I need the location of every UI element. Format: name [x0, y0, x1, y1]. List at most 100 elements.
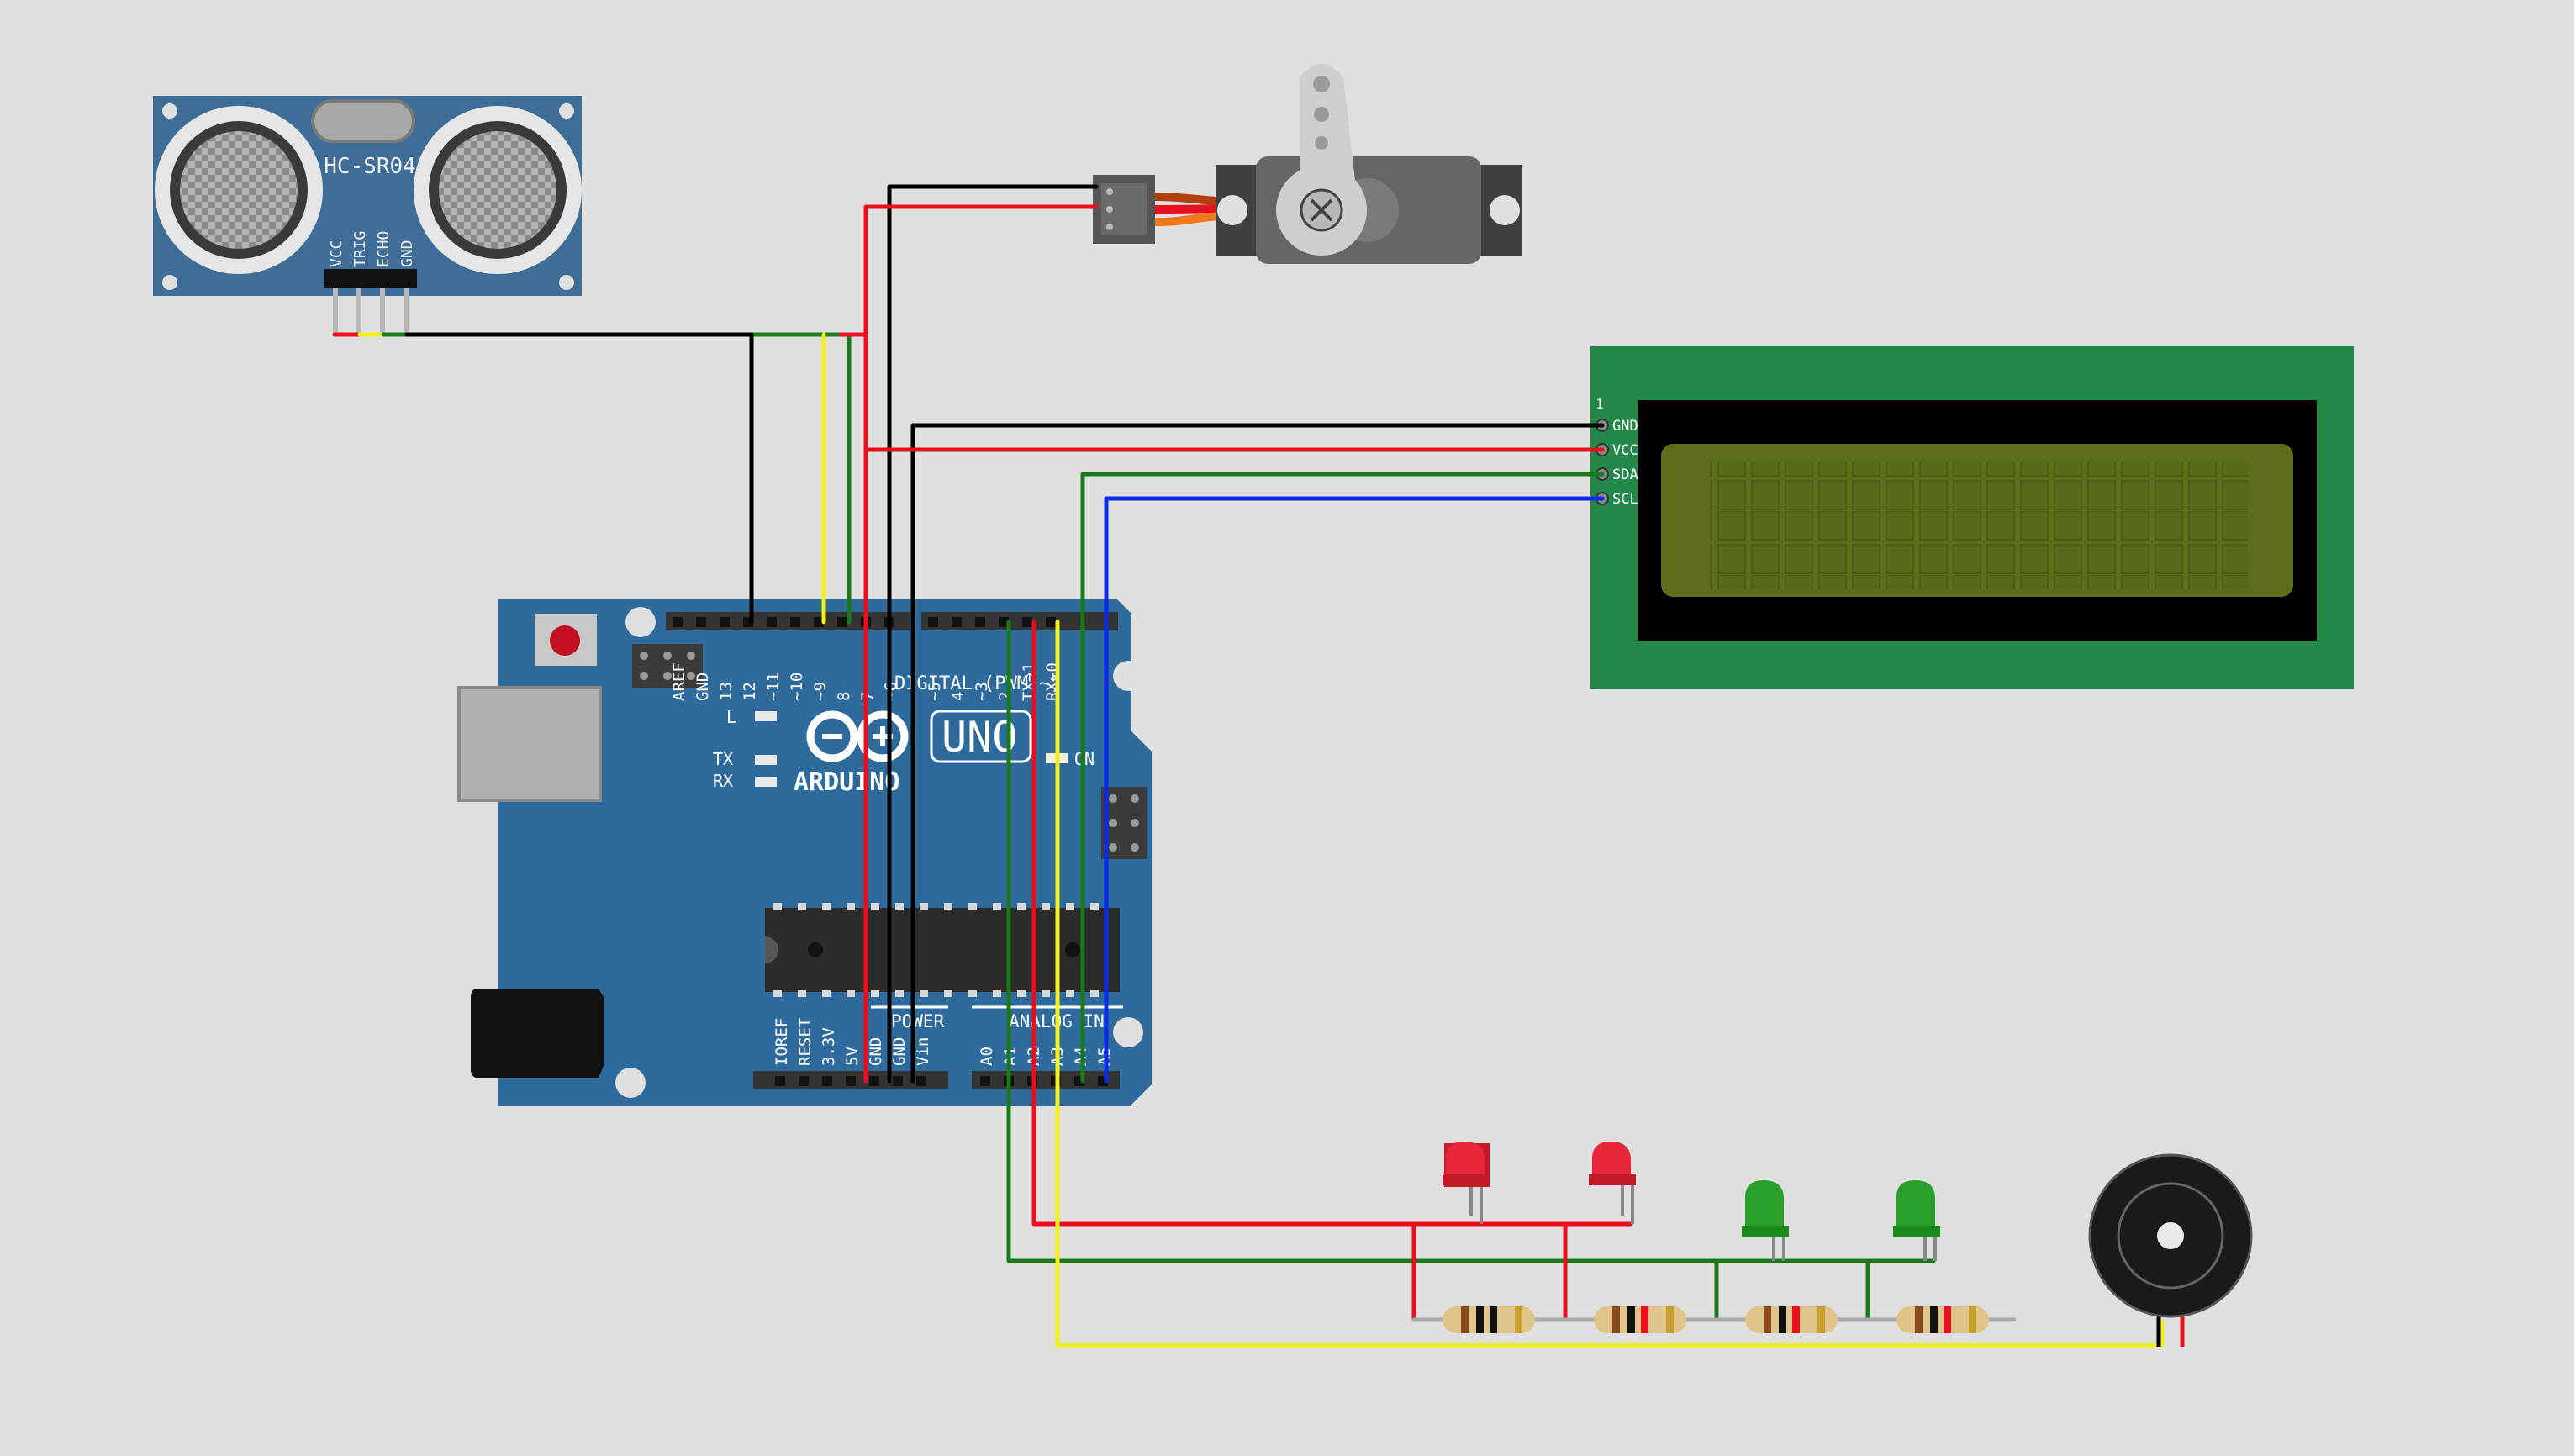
ultrasonic-sensor[interactable]: HC-SR04 VCC TRIG ECHO GND — [153, 96, 582, 335]
power-pin-label: RESET — [796, 1018, 815, 1066]
resistor-group — [1443, 1306, 1989, 1333]
sensor-pin-trig-label: TRIG — [351, 231, 369, 267]
resistor-band — [1627, 1306, 1635, 1333]
digital-pin-label: AREF — [670, 662, 688, 701]
chip-pin — [1017, 903, 1026, 910]
digital-pin-label: ~9 — [811, 682, 830, 701]
chip-pin — [871, 990, 879, 997]
lcd-pin-scl-label: SCL — [1612, 491, 1638, 508]
chip-pin — [993, 903, 1001, 910]
chip-pin — [1066, 903, 1074, 910]
led-l-label: L — [726, 707, 736, 727]
power-pin-label: 3.3V — [820, 1027, 838, 1066]
wire-lcd-gnd — [910, 423, 1605, 1084]
power-pin-label: IOREF — [773, 1018, 791, 1066]
chip-pin — [798, 903, 806, 910]
chip-pin — [1042, 903, 1050, 910]
usb-port — [457, 686, 602, 802]
chip-pin — [847, 903, 855, 910]
power-section-label: POWER — [891, 1011, 945, 1031]
chip-pin — [1017, 990, 1026, 997]
digital-pin-label: ~3 — [973, 682, 991, 701]
digital-pin-label: ~10 — [788, 673, 806, 701]
arduino-logo — [806, 710, 909, 762]
power-pin-label: GND — [890, 1037, 909, 1066]
lcd-display[interactable]: 1 GND VCC SDA SCL — [1590, 346, 2354, 689]
chip-pin — [822, 903, 831, 910]
resistor-band — [1490, 1306, 1497, 1333]
board-brand-label: ARDUINO — [794, 768, 899, 797]
chip-pin — [1066, 990, 1074, 997]
wire-sensor-gnd — [404, 332, 754, 625]
crystal-oscillator — [311, 99, 415, 143]
chip-pin — [773, 990, 782, 997]
digital-pin-label: 8 — [835, 692, 853, 701]
resistor-band — [1779, 1306, 1786, 1333]
chip-pin — [920, 903, 928, 910]
chip-pin — [871, 903, 879, 910]
power-jack — [471, 989, 604, 1078]
chip-pin — [1042, 990, 1050, 997]
led-red-1[interactable] — [1443, 1142, 1490, 1224]
wire-red-leds — [1031, 620, 1633, 1227]
led-red-2[interactable] — [1589, 1142, 1636, 1224]
resistor-band — [1612, 1306, 1620, 1333]
chip-pin — [895, 990, 904, 997]
chip-pin — [993, 990, 1001, 997]
chip-pin — [968, 903, 977, 910]
chip-pin — [847, 990, 855, 997]
digital-pin-label: 12 — [741, 682, 759, 701]
lcd-character-cells — [1710, 462, 2248, 590]
rx-label: RX — [713, 771, 733, 791]
wire-green-leds — [1006, 620, 1936, 1263]
resistor-band — [1792, 1306, 1800, 1333]
wire-sensor-echo — [381, 332, 852, 625]
digital-pin-label: ~5 — [926, 682, 944, 701]
transducer-right — [414, 106, 582, 274]
power-pin-label: Vin — [914, 1037, 932, 1066]
digital-pin-label: 2 — [996, 692, 1015, 701]
chip-pin — [773, 903, 782, 910]
resistor-band — [1764, 1306, 1771, 1333]
servo-motor[interactable] — [1093, 64, 1522, 264]
digital-pin-label: ~11 — [764, 673, 783, 701]
power-pin-label: GND — [867, 1037, 885, 1066]
resistor[interactable] — [1896, 1306, 1989, 1333]
resistor-band — [1515, 1306, 1522, 1333]
chip-pin — [1090, 903, 1099, 910]
resistor[interactable] — [1745, 1306, 1838, 1333]
wire-lcd-scl — [1104, 496, 1605, 1084]
led-green-2[interactable] — [1893, 1180, 1940, 1261]
sensor-pin-echo-label: ECHO — [375, 231, 393, 267]
chip-pin — [1090, 990, 1099, 997]
transducer-left — [155, 106, 323, 274]
digital-pin-label: 13 — [717, 682, 736, 701]
tx-label: TX — [713, 749, 733, 769]
led-tx — [755, 755, 777, 765]
resistor[interactable] — [1443, 1306, 1535, 1333]
resistor-band — [1930, 1306, 1938, 1333]
power-analog-header — [753, 1071, 1120, 1089]
resistor-band — [1944, 1306, 1951, 1333]
resistor-band — [1461, 1306, 1469, 1333]
chip-pin — [920, 990, 928, 997]
wire-servo-gnd — [887, 184, 1099, 1084]
uno-badge — [930, 710, 1032, 763]
chip-pin — [895, 903, 904, 910]
analog-pin-label: A0 — [978, 1047, 996, 1066]
wire-buzzer — [1055, 620, 2165, 1348]
resistor[interactable] — [1594, 1306, 1686, 1333]
lcd-pin-gnd-label: GND — [1612, 418, 1638, 435]
sensor-model-label: HC-SR04 — [324, 154, 416, 179]
sensor-pin-vcc-label: VCC — [328, 240, 345, 267]
resistor-band — [1969, 1306, 1976, 1333]
piezo-buzzer[interactable] — [2088, 1153, 2253, 1347]
icsp-header-right — [1101, 787, 1147, 859]
led-green-1[interactable] — [1742, 1180, 1789, 1261]
led-rx — [755, 777, 777, 787]
digital-pin-label: GND — [694, 673, 712, 701]
power-pin-label: 5V — [843, 1047, 862, 1066]
wire-servo-vcc — [863, 204, 1099, 339]
digital-pin-header — [666, 612, 1118, 630]
